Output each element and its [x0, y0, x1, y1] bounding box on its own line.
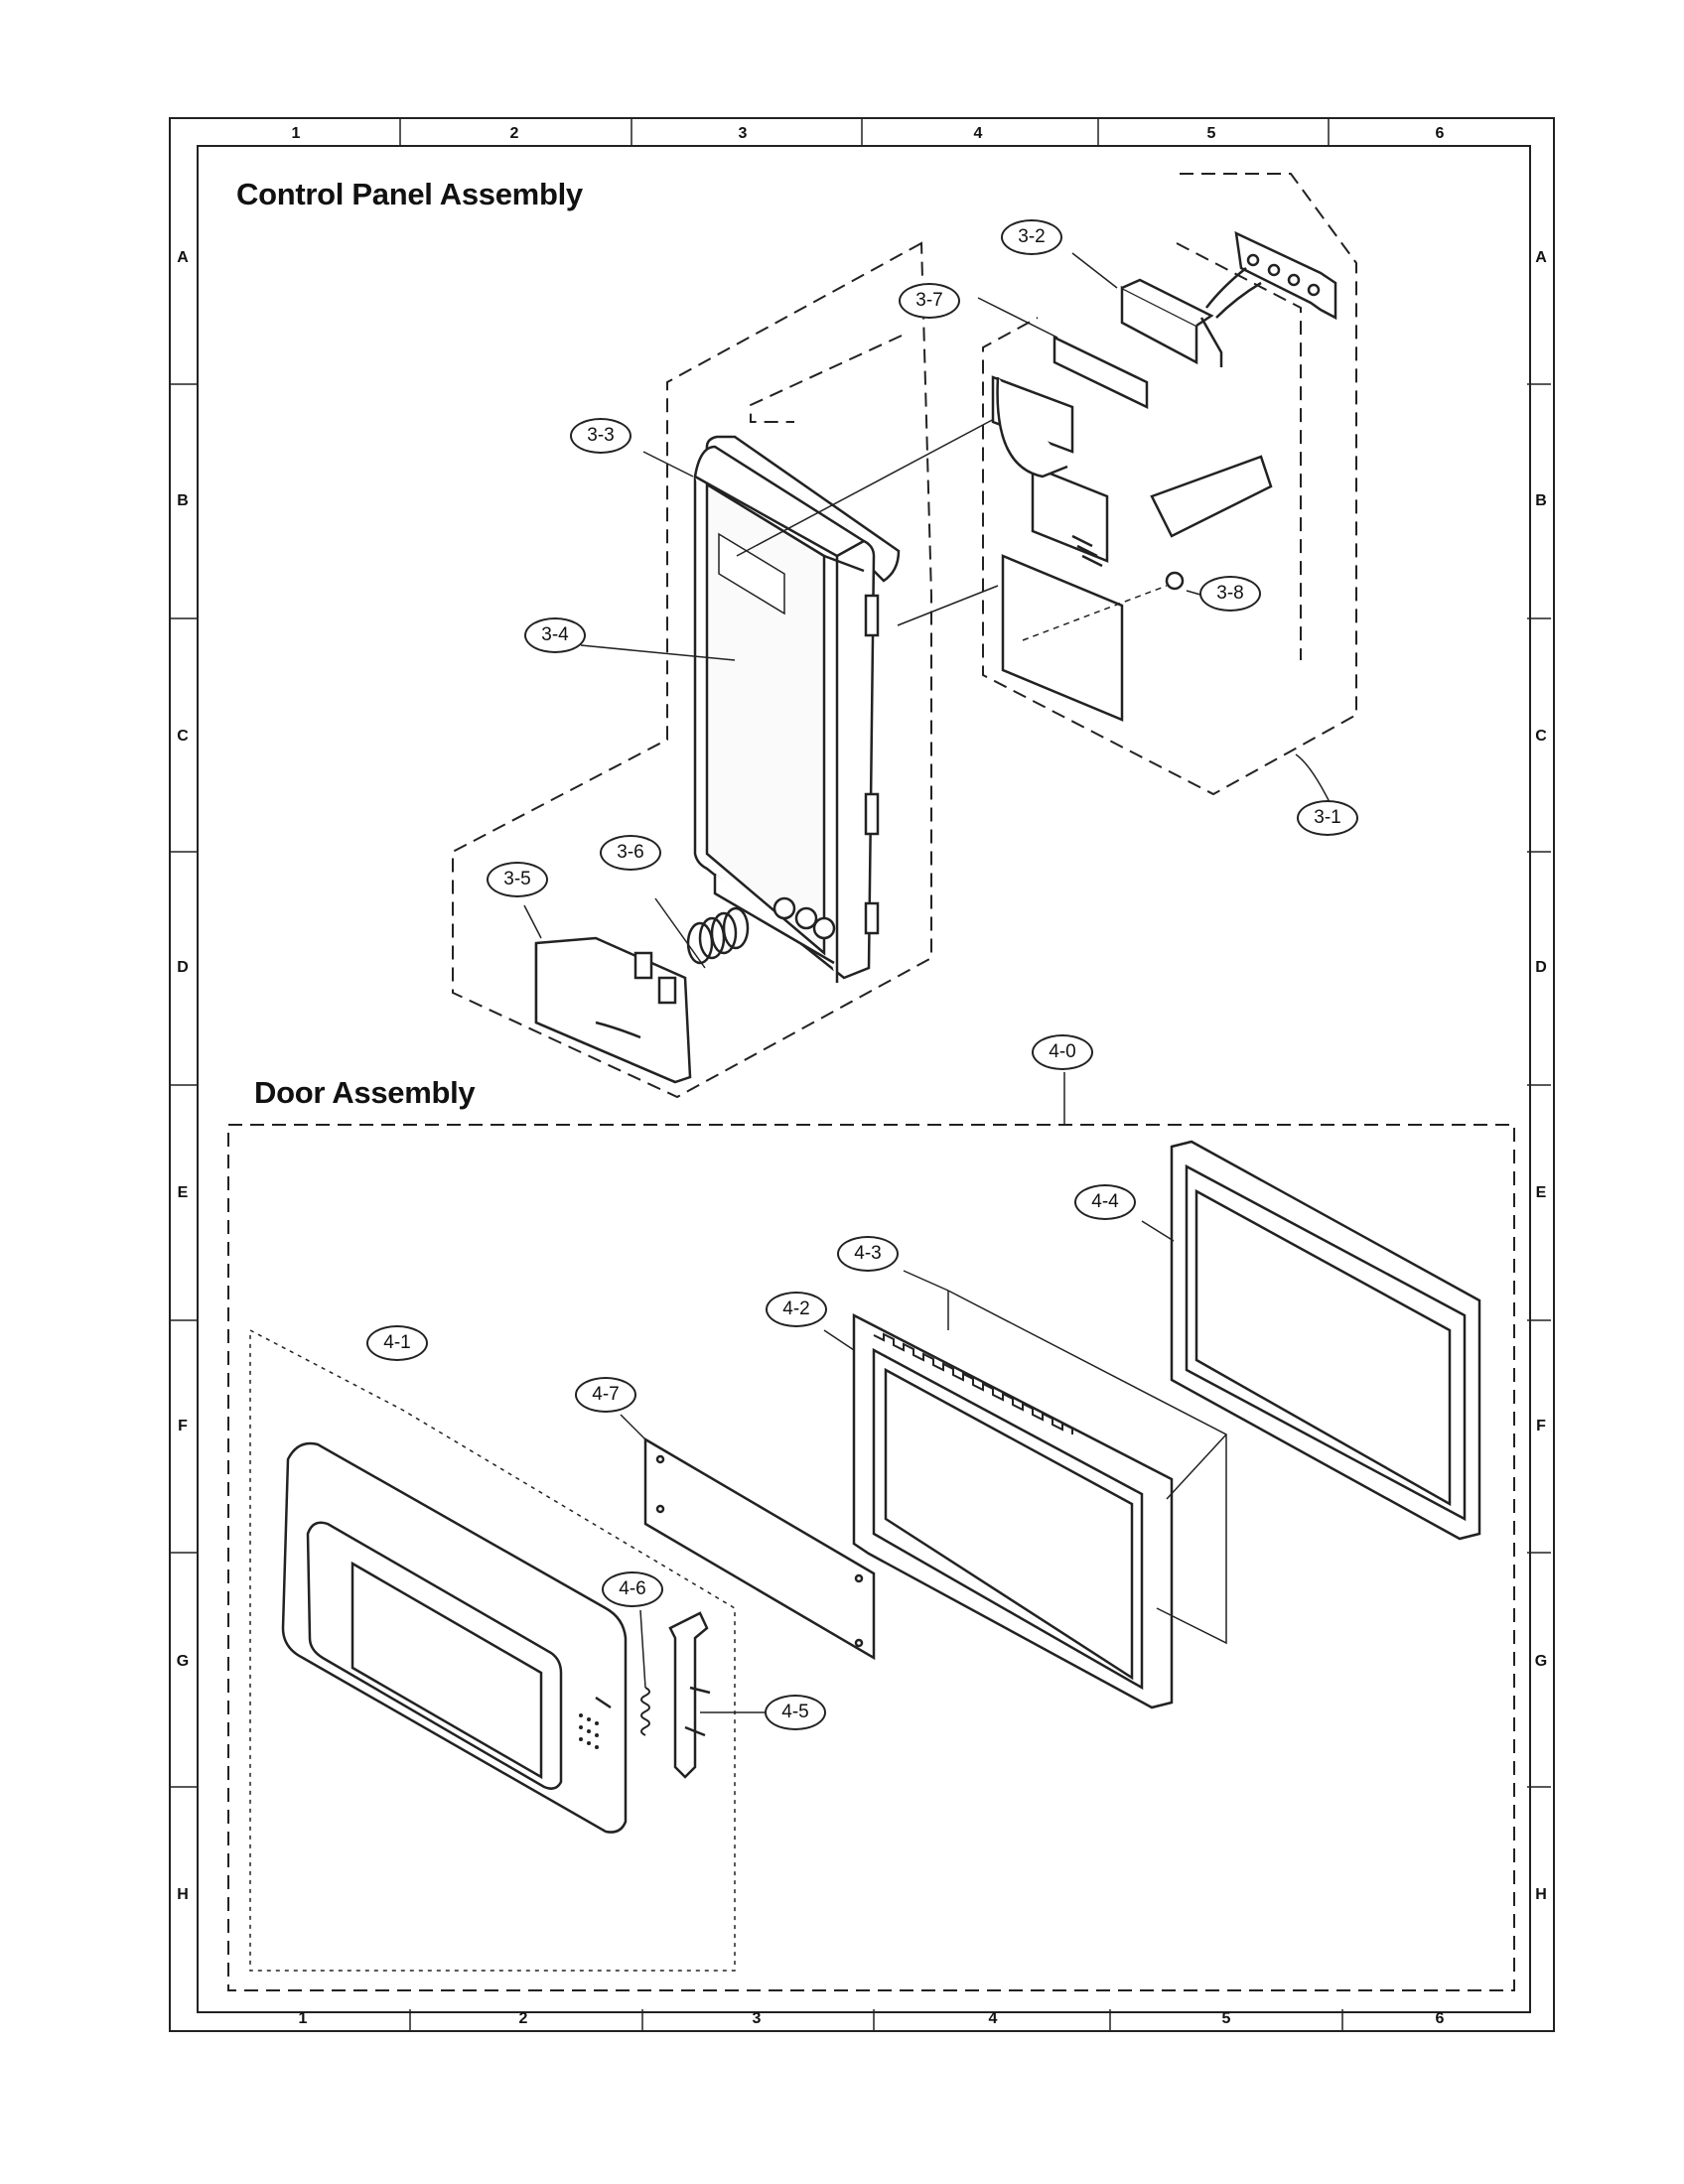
row-label-d: D [177, 959, 189, 976]
callout-3-2: 3-2 [1001, 219, 1062, 255]
row-label-a: A [177, 249, 189, 266]
callout-3-1: 3-1 [1297, 800, 1358, 836]
callout-3-7: 3-7 [899, 283, 960, 319]
column-label-4-bottom: 4 [988, 2010, 998, 2027]
column-label-1-bottom: 1 [298, 2010, 308, 2027]
callout-4-6: 4-6 [602, 1571, 663, 1607]
row-label-e: E [177, 1184, 189, 1201]
column-label-6-bottom: 6 [1435, 2010, 1445, 2027]
column-label-5-bottom: 5 [1221, 2010, 1231, 2027]
door-assembly-title: Door Assembly [254, 1075, 476, 1110]
callout-3-6: 3-6 [600, 835, 661, 871]
column-label-3-bottom: 3 [752, 2010, 762, 2027]
column-label-2: 2 [509, 125, 519, 142]
callout-3-8: 3-8 [1199, 576, 1261, 612]
column-label-3: 3 [738, 125, 748, 142]
callout-4-5: 4-5 [765, 1695, 826, 1730]
callout-3-3: 3-3 [570, 418, 632, 454]
row-label-f-right: F [1536, 1418, 1546, 1434]
column-label-6: 6 [1435, 125, 1445, 142]
callout-4-3: 4-3 [837, 1236, 899, 1272]
row-label-c: C [177, 728, 189, 745]
row-label-c-right: C [1535, 728, 1547, 745]
callout-4-2: 4-2 [766, 1292, 827, 1327]
row-label-b-right: B [1535, 492, 1547, 509]
row-label-b: B [177, 492, 189, 509]
row-label-g-right: G [1534, 1653, 1548, 1670]
row-label-d-right: D [1535, 959, 1547, 976]
row-label-h-right: H [1535, 1886, 1547, 1903]
callout-3-5: 3-5 [487, 862, 548, 897]
callout-4-4: 4-4 [1074, 1184, 1136, 1220]
row-label-e-right: E [1535, 1184, 1547, 1201]
column-label-4: 4 [973, 125, 983, 142]
column-label-2-bottom: 2 [518, 2010, 528, 2027]
column-label-1: 1 [291, 125, 301, 142]
row-label-a-right: A [1535, 249, 1547, 266]
row-label-f: F [178, 1418, 188, 1434]
row-label-g: G [176, 1653, 190, 1670]
callout-3-4: 3-4 [524, 617, 586, 653]
control-panel-assembly-title: Control Panel Assembly [236, 177, 583, 211]
callout-4-7: 4-7 [575, 1377, 636, 1413]
callout-4-1: 4-1 [366, 1325, 428, 1361]
inner-frame [197, 145, 1531, 2013]
column-label-5: 5 [1206, 125, 1216, 142]
callout-4-0: 4-0 [1032, 1034, 1093, 1070]
row-label-h: H [177, 1886, 189, 1903]
